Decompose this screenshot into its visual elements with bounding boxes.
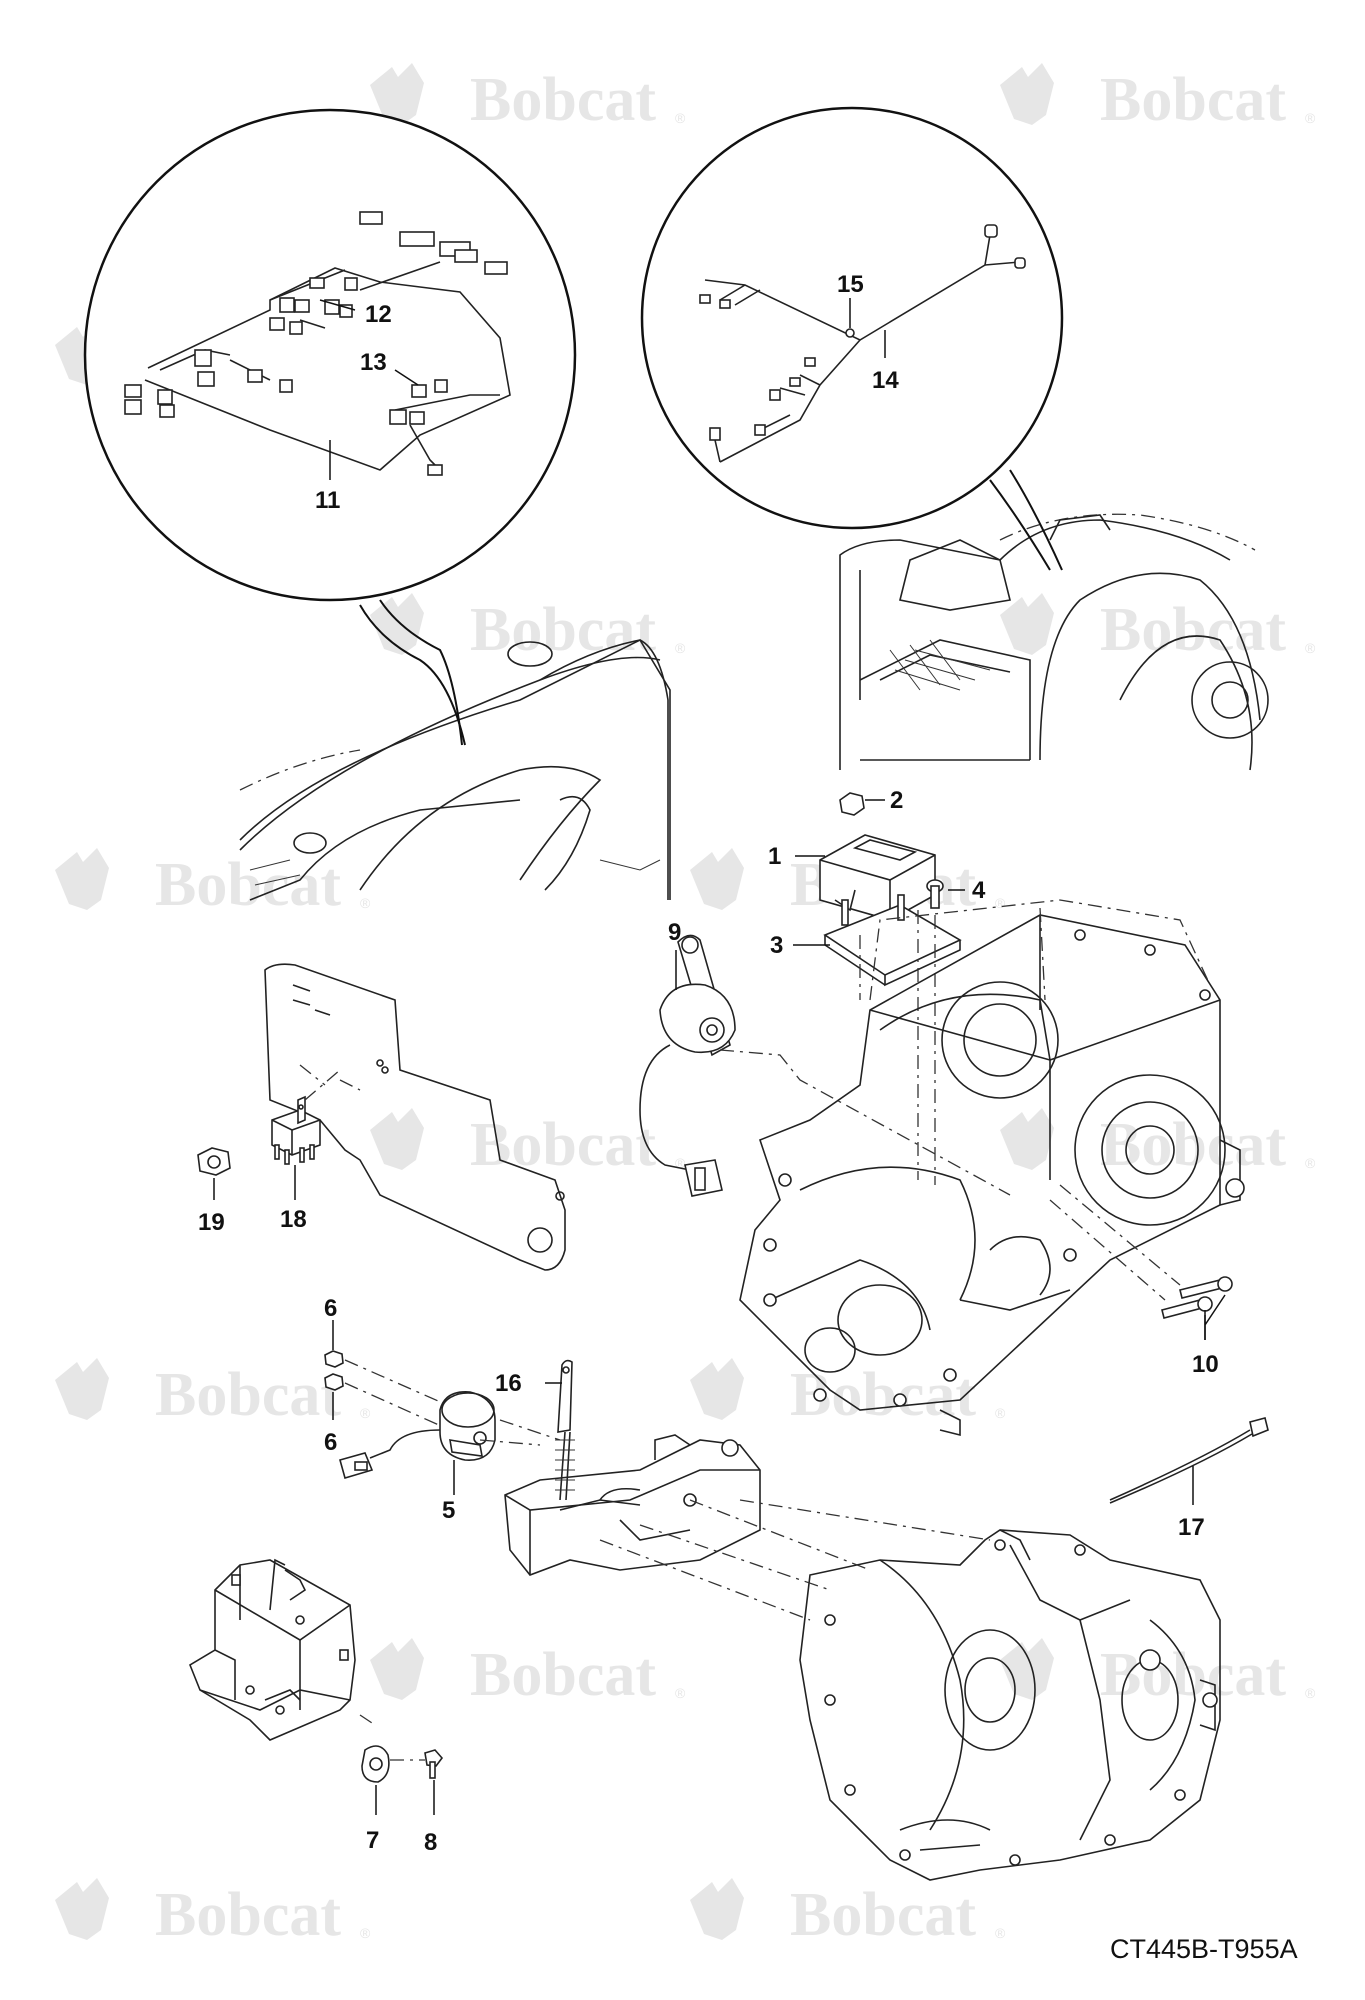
svg-text:®: ®: [360, 1405, 371, 1421]
svg-text:®: ®: [1305, 640, 1316, 656]
callout-6-top: 6: [324, 1295, 337, 1322]
screws-10: 10: [1049, 1184, 1233, 1378]
position-sensor-assembly: 9: [639, 919, 1011, 1197]
watermark-7: Bobcat ®: [55, 848, 371, 919]
callout-3: 3: [770, 932, 783, 959]
transmission-housing-lower: [504, 1434, 1221, 1881]
svg-text:®: ®: [675, 640, 686, 656]
watermark-13: Bobcat ®: [370, 1638, 686, 1709]
callout-9: 9: [668, 919, 681, 946]
callout-14: 14: [872, 367, 899, 394]
watermark-brand: Bobcat: [1100, 1641, 1286, 1709]
detail-circle-left: 11 12 13: [83, 108, 577, 746]
tractor-hood-view: [239, 638, 671, 901]
callout-7: 7: [366, 1827, 379, 1854]
watermark-brand: Bobcat: [1100, 1111, 1286, 1179]
callout-1: 1: [768, 843, 781, 870]
callout-6-bottom: 6: [324, 1429, 337, 1456]
watermark-brand: Bobcat: [470, 1641, 656, 1709]
mounting-panel-assembly: 18 19: [197, 963, 566, 1271]
watermark-brand: Bobcat: [470, 1111, 656, 1179]
svg-text:®: ®: [995, 1405, 1006, 1421]
cable-tie-17: 17: [1109, 1417, 1269, 1541]
svg-text:®: ®: [360, 895, 371, 911]
callout-16: 16: [495, 1370, 522, 1397]
svg-text:®: ®: [995, 895, 1006, 911]
watermark-2: Bobcat ®: [1000, 63, 1316, 134]
watermark-10: Bobcat ®: [1000, 1108, 1316, 1179]
callout-19: 19: [198, 1209, 225, 1236]
svg-text:®: ®: [1305, 110, 1316, 126]
detail-circle-right: 15 14: [640, 106, 1064, 571]
watermark-brand: Bobcat: [790, 1881, 976, 1949]
callout-10: 10: [1192, 1351, 1219, 1378]
solenoid-assembly: 6 6 5 16: [324, 1295, 575, 1524]
callout-4: 4: [972, 877, 986, 904]
callout-11: 11: [315, 487, 340, 514]
watermark-brand: Bobcat: [155, 851, 341, 919]
callout-8: 8: [424, 1829, 437, 1856]
watermark-12: Bobcat ®: [690, 1358, 1006, 1429]
watermark-brand: Bobcat: [1100, 596, 1286, 664]
svg-text:®: ®: [675, 1685, 686, 1701]
callout-15: 15: [837, 271, 864, 298]
frame-bracket-assembly: 7 8: [189, 1558, 444, 1856]
watermark-15: Bobcat ®: [55, 1878, 371, 1949]
svg-text:®: ®: [360, 1925, 371, 1941]
watermark-6: Bobcat ®: [1000, 593, 1316, 664]
watermark-14: Bobcat ®: [1000, 1638, 1316, 1709]
callout-5: 5: [442, 1497, 455, 1524]
watermark-brand: Bobcat: [470, 66, 656, 134]
callout-12: 12: [365, 301, 392, 328]
svg-text:®: ®: [995, 1925, 1006, 1941]
watermark-brand: Bobcat: [155, 1881, 341, 1949]
svg-text:®: ®: [675, 1155, 686, 1171]
svg-text:®: ®: [675, 110, 686, 126]
tractor-cab-view: [839, 513, 1269, 771]
watermark-9: Bobcat ®: [370, 1108, 686, 1179]
watermark-11: Bobcat ®: [55, 1358, 371, 1429]
callout-18: 18: [280, 1206, 307, 1233]
watermark-brand: Bobcat: [470, 596, 656, 664]
watermark-brand: Bobcat: [1100, 66, 1286, 134]
callout-17: 17: [1178, 1514, 1205, 1541]
watermark-brand: Bobcat: [155, 1361, 341, 1429]
watermark-16: Bobcat ®: [690, 1878, 1006, 1949]
watermark-1: Bobcat ®: [370, 63, 686, 134]
transmission-housing-upper: [739, 899, 1245, 1437]
document-code: CT445B-T955A: [1110, 1934, 1298, 1964]
svg-text:®: ®: [1305, 1155, 1316, 1171]
callout-2: 2: [890, 787, 903, 814]
svg-text:®: ®: [1305, 1685, 1316, 1701]
watermark-5: Bobcat ®: [370, 593, 686, 664]
controller-module-assembly: 2 1 3 4: [768, 787, 986, 1185]
callout-13: 13: [360, 349, 387, 376]
